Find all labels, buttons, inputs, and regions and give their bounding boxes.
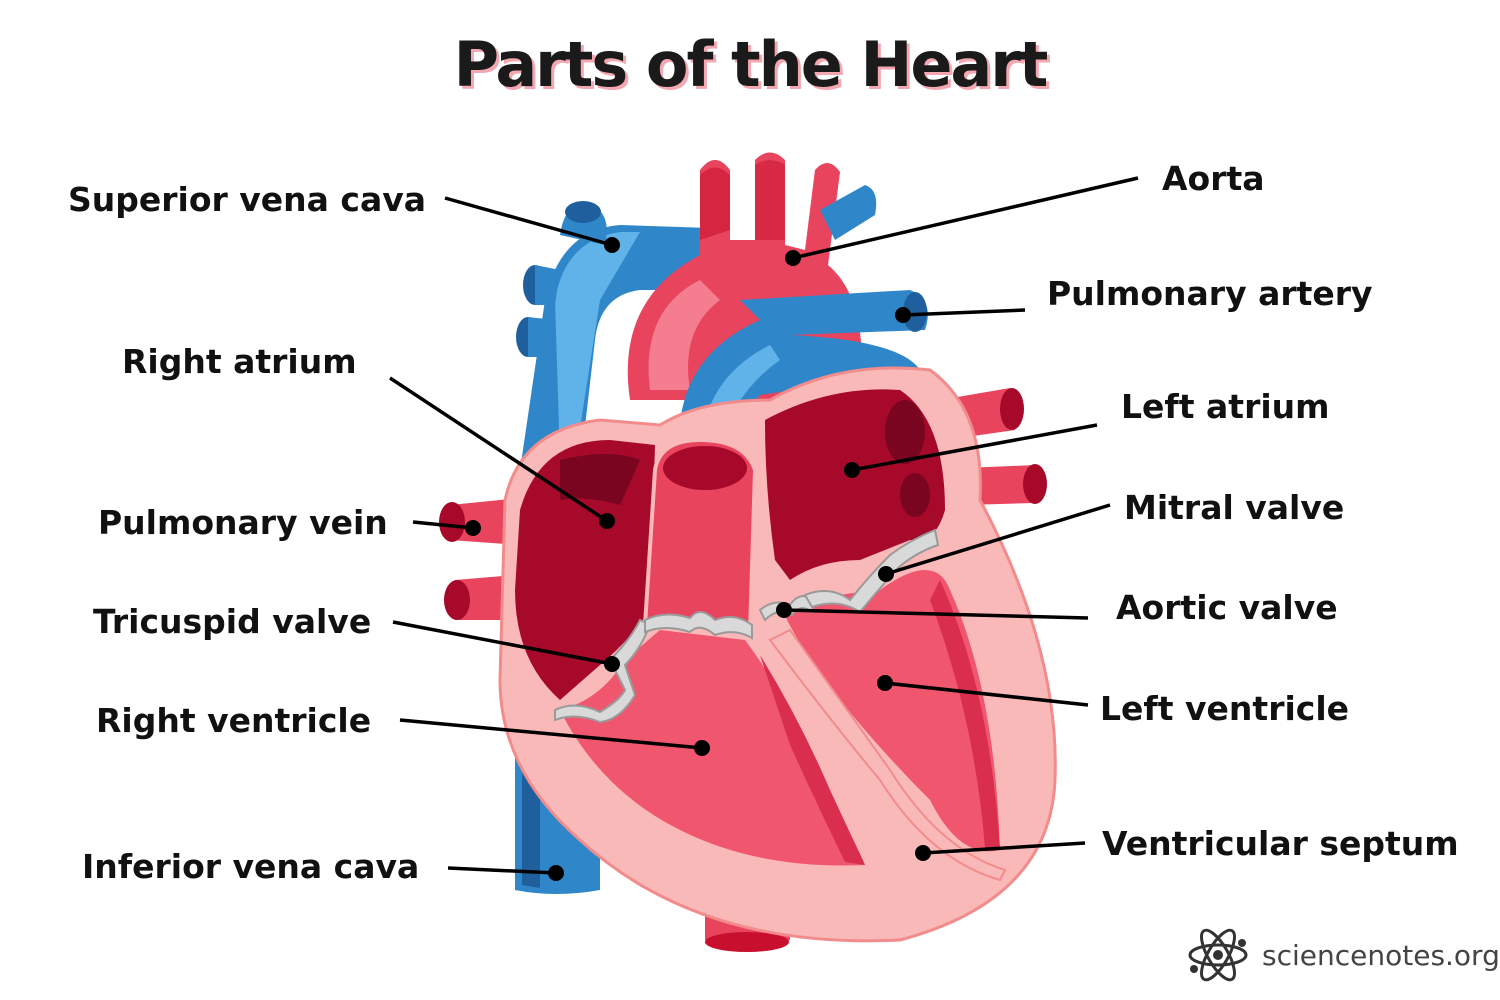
leader-aortic-valve bbox=[783, 608, 1089, 620]
left-pulmonary-vein-upper-opening bbox=[1000, 388, 1024, 430]
aorta-branch-shade-2 bbox=[755, 160, 785, 240]
label-ventricular-septum: Ventricular septum bbox=[1102, 824, 1459, 863]
right-ventricle-shade bbox=[760, 655, 865, 865]
pulmonary-artery-opening bbox=[903, 292, 927, 332]
leader-superior-vena-cava bbox=[444, 196, 613, 247]
dot-tricuspid-valve bbox=[604, 656, 620, 672]
dot-mitral-valve bbox=[878, 566, 894, 582]
right-atrium-shade bbox=[560, 454, 640, 505]
aorta-highlight bbox=[648, 280, 720, 390]
labels-left: Superior vena cava Right atrium Pulmonar… bbox=[68, 180, 426, 886]
dot-aortic-valve bbox=[776, 602, 792, 618]
dot-superior-vena-cava bbox=[604, 237, 620, 253]
label-pulmonary-artery: Pulmonary artery bbox=[1047, 274, 1373, 313]
credit-text: sciencenotes.org bbox=[1262, 939, 1500, 972]
left-pulmonary-vein-lower-opening bbox=[1023, 464, 1047, 504]
dot-left-ventricle bbox=[877, 675, 893, 691]
ascending-aorta-opening bbox=[663, 446, 747, 490]
svc-opening bbox=[565, 201, 601, 223]
dot-right-atrium bbox=[599, 513, 615, 529]
dot-aorta bbox=[785, 250, 801, 266]
dot-left-atrium bbox=[844, 462, 860, 478]
left-pulmonary-vein-lower bbox=[965, 465, 1035, 505]
dot-ventricular-septum bbox=[915, 845, 931, 861]
label-tricuspid-valve: Tricuspid valve bbox=[93, 602, 371, 641]
left-atrium-opening-2 bbox=[900, 473, 930, 517]
pulmonary-vein-lower-opening bbox=[444, 580, 470, 620]
dot-pulmonary-artery bbox=[895, 307, 911, 323]
leader-right-atrium bbox=[389, 376, 608, 523]
leader-inferior-vena-cava bbox=[447, 866, 557, 875]
leader-tricuspid-valve bbox=[392, 620, 613, 666]
left-atrium-opening-1 bbox=[885, 400, 925, 464]
leader-left-ventricle bbox=[884, 681, 1089, 707]
leader-pulmonary-vein bbox=[412, 520, 474, 530]
credit: sciencenotes.org bbox=[1188, 928, 1500, 982]
page-title: Parts of the Heart bbox=[454, 28, 1048, 101]
leader-left-atrium bbox=[851, 423, 1098, 472]
pulmonary-vein-upper-opening bbox=[439, 502, 465, 542]
leader-lines bbox=[389, 176, 1139, 881]
ventricular-septum-band bbox=[768, 628, 1007, 882]
leader-right-ventricle bbox=[399, 718, 703, 750]
label-aortic-valve: Aortic valve bbox=[1116, 588, 1338, 627]
leader-pulmonary-artery bbox=[902, 308, 1026, 317]
left-vein-body-2 bbox=[528, 317, 555, 357]
atom-icon bbox=[1188, 928, 1248, 982]
diagram-title: Parts of the Heart Parts of the Heart bbox=[454, 28, 1053, 104]
left-ventricle-shade bbox=[930, 580, 1000, 850]
pulmonary-artery-vessel bbox=[679, 290, 928, 470]
ascending-aorta bbox=[642, 437, 758, 635]
label-right-atrium: Right atrium bbox=[122, 342, 357, 381]
leader-mitral-valve bbox=[885, 503, 1111, 576]
label-inferior-vena-cava: Inferior vena cava bbox=[82, 847, 419, 886]
leader-ventricular-septum bbox=[922, 841, 1086, 855]
label-superior-vena-cava: Superior vena cava bbox=[68, 180, 426, 219]
aortic-valve-shape bbox=[644, 611, 753, 640]
label-left-ventricle: Left ventricle bbox=[1100, 689, 1349, 728]
aorta-branch-shade-1 bbox=[700, 167, 730, 240]
pulmonary-branch-top bbox=[820, 185, 877, 240]
right-ventricle-chamber bbox=[560, 630, 865, 866]
descending-aorta-opening bbox=[705, 932, 789, 952]
svc-highlight bbox=[555, 232, 640, 460]
label-pulmonary-vein: Pulmonary vein bbox=[98, 503, 388, 542]
label-right-ventricle: Right ventricle bbox=[96, 701, 371, 740]
dot-inferior-vena-cava bbox=[548, 865, 564, 881]
dot-pulmonary-vein bbox=[465, 520, 481, 536]
title-shadow: Parts of the Heart bbox=[457, 31, 1051, 104]
label-left-atrium: Left atrium bbox=[1121, 387, 1330, 426]
left-vein-body-1 bbox=[535, 265, 560, 305]
heart-illustration bbox=[439, 152, 1057, 952]
label-aorta: Aorta bbox=[1162, 159, 1265, 198]
labels-right: Aorta Pulmonary artery Left atrium Mitra… bbox=[1047, 159, 1459, 863]
label-mitral-valve: Mitral valve bbox=[1124, 488, 1344, 527]
pulmonary-vein-lower bbox=[455, 575, 515, 620]
dot-right-ventricle bbox=[694, 740, 710, 756]
leader-aorta bbox=[792, 176, 1139, 260]
